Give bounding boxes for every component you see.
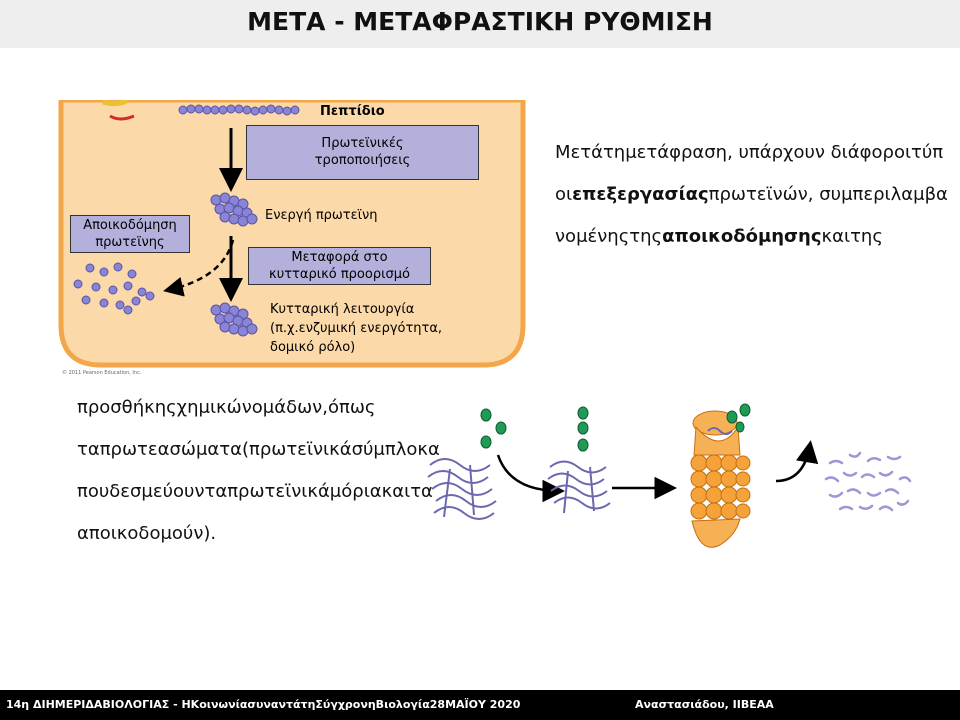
bottom-paragraph: προσθήκηςχημικώνομάδων,όπως ταπρωτεασώμα… — [77, 387, 475, 555]
transport-line2: κυτταρικό προορισμό — [269, 267, 410, 282]
function-line2: (π.χ.ενζυμική ενεργότητα, — [270, 321, 443, 336]
right-text-part3: καιτης — [821, 226, 883, 247]
ribosome-fragment — [102, 100, 130, 107]
function-line1: Κυτταρική λειτουργία — [270, 302, 415, 317]
arrow-degradation — [775, 440, 819, 483]
degraded-amino-acids — [73, 262, 155, 315]
modifications-line2: τροποποιήσεις — [314, 153, 411, 168]
right-text-bold2: αποικοδόμησης — [662, 226, 822, 247]
right-text-part1: Μετάτημετάφραση, υπάρχουν διάφοροιτύποι — [555, 142, 944, 205]
modifications-line1: Πρωτεϊνικές — [321, 136, 404, 151]
label-cellular-function: Κυτταρική λειτουργία (π.χ.ενζυμική ενεργ… — [270, 300, 442, 357]
active-protein-cluster — [210, 192, 258, 227]
proteasome — [690, 410, 751, 548]
right-paragraph: Μετάτημετάφραση, υπάρχουν διάφοροιτύποιε… — [555, 132, 950, 258]
arrow-ubiquitination — [496, 454, 565, 503]
label-peptide: Πεπτίδιο — [320, 104, 385, 119]
bottom-line-3: πουδεσμεύουνταπρωτεϊνικάμόριακαιτα — [77, 481, 433, 502]
slide-title: ΜΕΤΑ - ΜΕΤΑΦΡΑΣΤΙΚΗ ΡΥΘΜΙΣΗ — [247, 7, 713, 36]
transport-line1: Μεταφορά στο — [291, 250, 388, 265]
ubiquitin-beads-3 — [726, 403, 751, 433]
protein-coil-1 — [427, 458, 497, 520]
box-degradation: Αποικοδόμηση πρωτεϊνης — [70, 215, 190, 253]
box-transport: Μεταφορά στο κυτταρικό προορισμό — [248, 247, 431, 285]
figure-copyright: © 2011 Pearson Education, Inc. — [62, 370, 142, 376]
footer-bar: 14η ΔΙΗΜΕΡΙΔΑΒΙΟΛΟΓΙΑΣ - ΗΚοινωνίασυναντ… — [0, 690, 960, 720]
right-text-part2: πρωτεϊνών, συμπεριλαμβανομένηςτης — [555, 184, 948, 247]
degradation-line1: Αποικοδόμηση — [83, 218, 177, 233]
processing-figure: Πεπτίδιο Πρωτεϊνικές τροποποιήσεις Ενεργ… — [58, 100, 528, 380]
box-modifications: Πρωτεϊνικές τροποποιήσεις — [246, 125, 479, 180]
bottom-line-4: αποικοδομούν). — [77, 523, 217, 544]
bottom-line-1: προσθήκηςχημικώνομάδων,όπως — [77, 397, 376, 418]
ubiquitin-beads-2 — [577, 406, 589, 452]
ubiquitin-beads-1 — [480, 408, 507, 449]
bottom-line-2: ταπρωτεασώματα(πρωτεϊνικάσύμπλοκα — [77, 439, 440, 460]
proteasome-illustration — [427, 403, 912, 548]
peptide-chain — [178, 104, 300, 116]
functional-protein-cluster — [210, 302, 258, 337]
degradation-line2: πρωτεϊνης — [95, 235, 165, 250]
arrow-to-degradation — [163, 239, 235, 297]
protein-coil-2 — [547, 460, 611, 514]
function-line3: δομικό ρόλο) — [270, 340, 356, 355]
right-text-bold1: επεξεργασίας — [572, 184, 709, 205]
footer-event: 14η ΔΙΗΜΕΡΙΔΑΒΙΟΛΟΓΙΑΣ - ΗΚοινωνίασυναντ… — [6, 698, 521, 711]
title-bar: ΜΕΤΑ - ΜΕΤΑΦΡΑΣΤΙΚΗ ΡΥΘΜΙΣΗ — [0, 0, 960, 48]
peptide-fragments — [824, 451, 912, 512]
label-active-protein: Ενεργή πρωτεϊνη — [265, 208, 378, 223]
protein-entering — [707, 427, 733, 435]
footer-author: Αναστασιάδου, ΙΙΒΕΑΑ — [635, 698, 774, 711]
mrna-fragment — [109, 114, 135, 121]
